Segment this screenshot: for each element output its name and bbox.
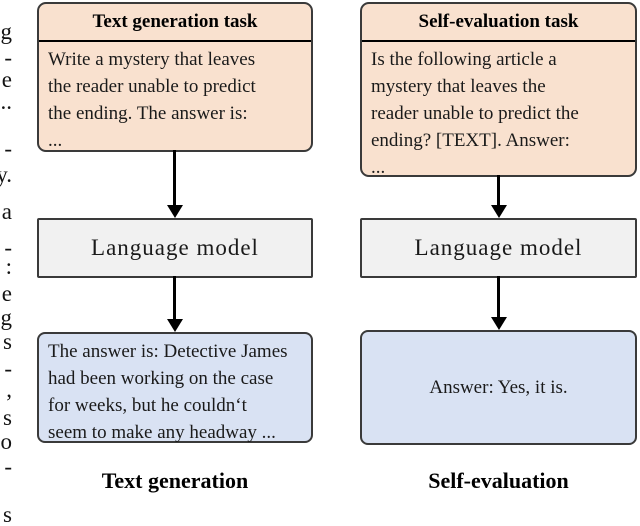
text-generation-output-box: The answer is: Detective James had been … — [37, 332, 313, 443]
clipped-text-fragment: a — [1, 199, 12, 224]
self-evaluation-task-box: Self-evaluation task Is the following ar… — [360, 2, 637, 177]
self-evaluation-output-box: Answer: Yes, it is. — [360, 330, 637, 445]
language-model-label: Language model — [414, 235, 583, 260]
clipped-text-fragment: - — [4, 136, 12, 161]
clipped-text-fragment: - — [4, 356, 12, 381]
clipped-text-fragment: e — [1, 67, 12, 92]
text-generation-prompt-text: Write a mystery that leaves the reader u… — [48, 49, 256, 151]
clipped-text-fragment: - — [4, 235, 12, 260]
language-model-box-left: Language model — [37, 218, 313, 278]
clipped-text-fragment: - — [4, 45, 12, 70]
arrow-down-icon — [167, 319, 183, 332]
language-model-label: Language model — [91, 235, 259, 260]
arrow-down-icon — [167, 205, 183, 218]
clipped-text-fragment: : — [5, 254, 12, 279]
arrow-down-shaft — [173, 276, 176, 320]
clipped-text-fragment: e — [1, 281, 12, 306]
clipped-text-fragment: s — [3, 502, 12, 526]
arrow-down-shaft — [497, 175, 500, 207]
self-evaluation-prompt-text: Is the following article a mystery that … — [371, 49, 579, 177]
clipped-text-fragment: o — [0, 429, 13, 454]
clipped-text-fragment: s — [3, 405, 12, 430]
clipped-text-fragment: - — [4, 454, 12, 479]
clipped-text-fragment: s — [3, 329, 12, 354]
arrow-down-shaft — [173, 150, 176, 207]
clipped-text-fragment: , — [6, 377, 12, 402]
self-evaluation-caption: Self-evaluation — [428, 468, 569, 493]
arrow-down-icon — [491, 205, 507, 218]
text-generation-task-title: Text generation task — [39, 4, 311, 42]
self-evaluation-task-title: Self-evaluation task — [362, 4, 635, 42]
arrow-down-shaft — [497, 276, 500, 318]
clipped-text-fragment: .. — [0, 89, 13, 114]
arrow-down-icon — [491, 317, 507, 330]
clipped-text-fragment: g — [0, 19, 13, 44]
text-generation-caption: Text generation — [101, 468, 249, 493]
language-model-box-right: Language model — [360, 218, 637, 278]
text-generation-task-box: Text generation task Write a mystery tha… — [37, 2, 313, 152]
clipped-text-fragment: g — [0, 305, 13, 330]
clipped-text-fragment: y. — [0, 162, 12, 187]
